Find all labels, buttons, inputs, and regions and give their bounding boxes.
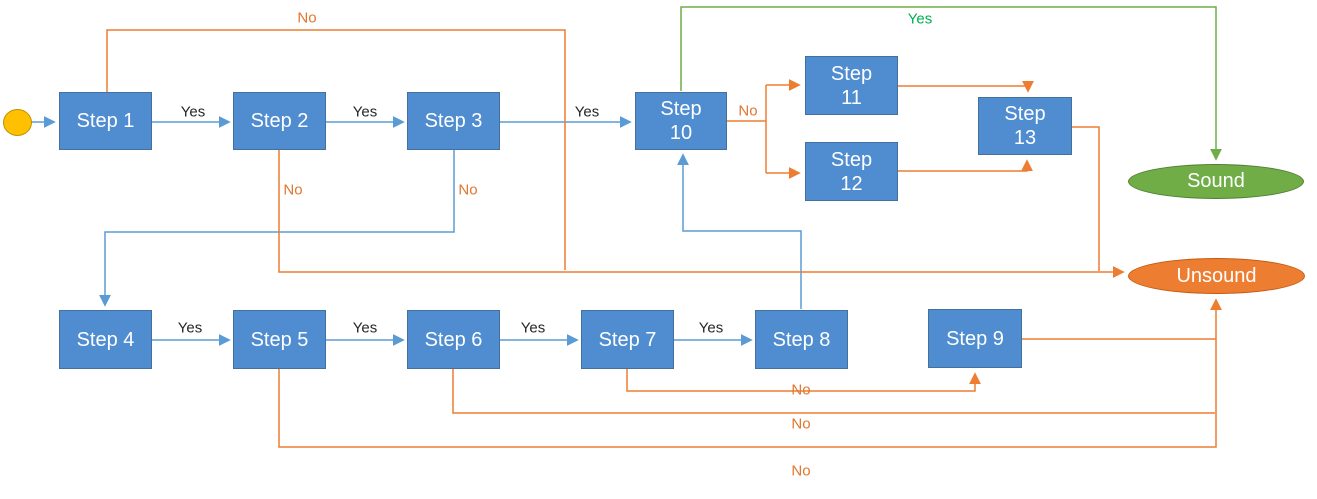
unsound-label: Unsound	[1176, 264, 1257, 287]
label-step2-no: No	[283, 181, 303, 199]
node-step-8: Step 8	[755, 310, 848, 369]
node-step-13-label: Step 13	[1004, 103, 1046, 149]
label-step1-no: No	[297, 9, 317, 27]
node-step-9: Step 9	[928, 309, 1022, 368]
edge-step10-yes-sound	[680, 6, 1222, 161]
label-step7-no: No	[791, 381, 811, 399]
node-step-6: Step 6	[407, 310, 500, 369]
edge-step12-step13	[898, 159, 1033, 172]
edge-step3-no-step4	[99, 150, 455, 307]
node-step-1: Step 1	[59, 92, 152, 150]
node-step-7-label: Step 7	[598, 328, 657, 351]
label-step1-yes: Yes	[180, 103, 206, 121]
node-step-3: Step 3	[407, 92, 500, 150]
node-step-4-label: Step 4	[76, 328, 135, 351]
node-step-2-label: Step 2	[250, 110, 309, 132]
label-step5-no: No	[791, 462, 811, 480]
node-step-12: Step 12	[805, 142, 898, 201]
label-step10-yes-sound: Yes	[907, 10, 933, 28]
node-step-13: Step 13	[978, 97, 1072, 155]
label-step3-yes: Yes	[574, 103, 600, 121]
edge-step6-no-unsound	[452, 369, 1215, 414]
unsound-terminal: Unsound	[1128, 258, 1305, 294]
sound-label: Sound	[1187, 170, 1245, 192]
node-step-9-label: Step 9	[946, 327, 1004, 350]
node-step-5: Step 5	[233, 310, 326, 369]
edge-step13-unsound	[1072, 126, 1100, 271]
node-step-8-label: Step 8	[772, 328, 831, 351]
label-step5-yes: Yes	[352, 319, 378, 337]
node-step-11-label: Step 11	[830, 62, 873, 109]
node-step-1-label: Step 1	[76, 110, 135, 132]
node-step-10-label: Step 10	[660, 98, 702, 144]
node-step-3-label: Step 3	[424, 110, 483, 132]
start-node	[3, 109, 32, 136]
edge-step8-yes-step10	[677, 153, 802, 309]
node-step-6-label: Step 6	[424, 328, 483, 351]
edge-step11-step13	[898, 80, 1034, 93]
node-step-4: Step 4	[59, 310, 152, 369]
label-step3-no: No	[458, 181, 478, 199]
edge-step2-no-unsound	[278, 150, 1125, 278]
node-step-7: Step 7	[581, 310, 674, 369]
label-step6-no: No	[791, 415, 811, 433]
node-step-11: Step 11	[805, 56, 898, 115]
label-step4-yes: Yes	[177, 319, 203, 337]
node-step-2: Step 2	[233, 92, 326, 150]
edge-step1-no-unsound	[106, 29, 566, 270]
node-step-12-label: Step 12	[830, 148, 873, 195]
label-step2-yes: Yes	[352, 103, 378, 121]
label-step7-yes: Yes	[698, 319, 724, 337]
sound-terminal: Sound	[1128, 164, 1304, 199]
node-step-10: Step 10	[635, 92, 727, 150]
label-step10-no: No	[738, 102, 758, 120]
node-step-5-label: Step 5	[250, 328, 309, 351]
label-step6-yes: Yes	[520, 319, 546, 337]
